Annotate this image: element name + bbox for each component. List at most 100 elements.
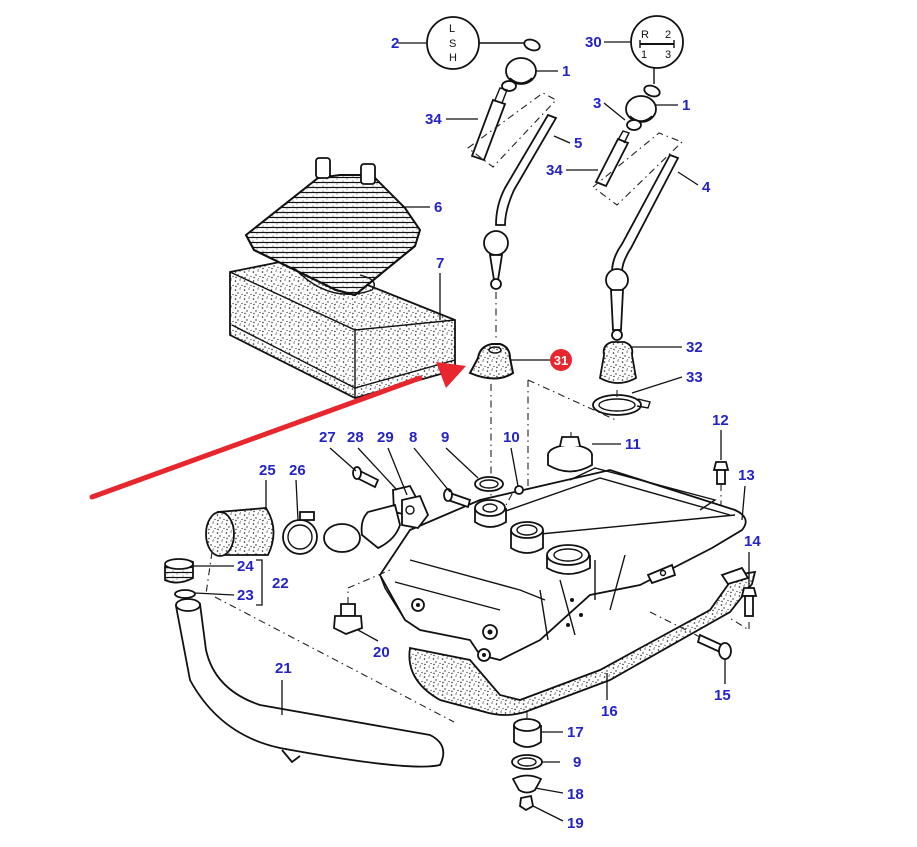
callout-c19: 19: [532, 805, 584, 832]
lever-boot-31: [468, 343, 515, 380]
leader-line: [603, 102, 626, 121]
callout-label: 15: [714, 687, 731, 704]
leader-line: [329, 447, 357, 472]
callout-label: 9: [573, 754, 581, 771]
callout-c17: 17: [541, 724, 584, 741]
highlight-badge: [550, 349, 572, 371]
callout-label: 26: [289, 462, 306, 479]
callout-c7: 7: [436, 255, 444, 320]
gasket-16: [408, 566, 757, 716]
callout-label: 33: [686, 369, 703, 386]
callout-c1a: 1: [536, 63, 570, 80]
knob-gear-R: R: [641, 29, 649, 41]
leader-line: [445, 447, 479, 479]
callout-c32: 32: [630, 339, 703, 356]
knob-gear-3: 3: [665, 49, 671, 61]
threaded-adapter-34b: [594, 130, 630, 188]
callout-c29: 29: [377, 429, 408, 496]
callout-label: 21: [275, 660, 292, 677]
lever-knob-part-1a: [501, 57, 537, 92]
range-lever-knob-diagram: L S H: [426, 16, 541, 70]
plug-19: [519, 794, 535, 812]
callout-label: 1: [562, 63, 570, 80]
leader-line: [741, 485, 746, 521]
filter-18: [511, 774, 543, 794]
leader-line: [357, 629, 379, 642]
callout-label: 19: [567, 815, 584, 832]
gear-lever-boot-32: [599, 341, 637, 384]
bolt-15: [649, 611, 732, 660]
threaded-adapter-34a: [470, 87, 508, 162]
washer-23: [174, 589, 196, 599]
callout-c16: 16: [601, 673, 618, 720]
filler-cap-11: [547, 436, 593, 473]
bolt-8: [443, 488, 472, 509]
knob-range-S: S: [449, 38, 456, 50]
range-lever-part-5: [483, 113, 558, 290]
callout-c2: 2: [391, 35, 426, 52]
callout-c10: 10: [503, 429, 520, 487]
callout-label: 34: [546, 162, 563, 179]
callout-c15: 15: [714, 659, 731, 704]
leader-line: [631, 376, 683, 394]
cap-24: [164, 558, 194, 584]
leader-line: [532, 805, 564, 822]
gear-lever-knob-diagram: R 2 1 3: [630, 15, 684, 98]
callout-c23: 23: [194, 587, 254, 604]
callout-label: 12: [712, 412, 729, 429]
callout-c1b: 1: [656, 97, 690, 114]
washer-9a: [474, 476, 504, 492]
leader-line: [357, 447, 398, 491]
leader-line: [510, 447, 519, 487]
callout-label: 31: [554, 353, 568, 368]
knob-range-L: L: [449, 23, 455, 35]
lever-knob-part-1b: [625, 95, 657, 131]
callout-c26: 26: [289, 462, 306, 521]
leader-line: [553, 135, 571, 144]
drain-plug-20: [333, 569, 391, 635]
knob-gear-2: 2: [665, 29, 671, 41]
callout-c5: 5: [553, 135, 582, 152]
callout-label: 4: [702, 179, 711, 196]
callout-label: 14: [744, 533, 761, 550]
dashed-box-34a: [467, 92, 557, 168]
callout-c6: 6: [402, 199, 442, 216]
dashed-box-34b: [592, 132, 683, 206]
callout-label: 7: [436, 255, 444, 272]
callout-label: 28: [347, 429, 364, 446]
callout-label: 2: [391, 35, 399, 52]
callout-c14: 14: [744, 533, 761, 587]
red-pointer-arrow: [89, 362, 466, 500]
callout-c28: 28: [347, 429, 398, 491]
callout-label: 27: [319, 429, 336, 446]
callout-c13: 13: [738, 467, 755, 521]
callout-c3: 3: [593, 95, 626, 121]
callout-c22: 22: [256, 559, 289, 606]
callout-c24: 24: [193, 558, 254, 575]
callout-c34a: 34: [425, 111, 478, 128]
callout-label: 23: [237, 587, 254, 604]
callout-label: 32: [686, 339, 703, 356]
callout-c11: 11: [592, 436, 641, 453]
callout-label: 20: [373, 644, 390, 661]
callout-label: 8: [409, 429, 417, 446]
callout-c9b: 9: [542, 754, 581, 771]
knob-gear-1: 1: [641, 49, 647, 61]
callout-label: 17: [567, 724, 584, 741]
washer-9b: [511, 754, 543, 770]
callout-label: 24: [237, 558, 254, 575]
callout-label: 16: [601, 703, 618, 720]
bolt-14: [727, 587, 758, 631]
bolt-27: [352, 466, 380, 489]
callout-c4: 4: [677, 171, 711, 196]
callout-c34b: 34: [546, 162, 598, 179]
knob-range-H: H: [449, 52, 457, 64]
callout-label: 11: [625, 436, 641, 453]
callout-c8: 8: [409, 429, 451, 493]
callout-label: 10: [503, 429, 520, 446]
sleeve-17: [513, 712, 542, 748]
callout-c27: 27: [319, 429, 357, 472]
callout-label: 13: [738, 467, 755, 484]
leader-line: [677, 171, 699, 186]
